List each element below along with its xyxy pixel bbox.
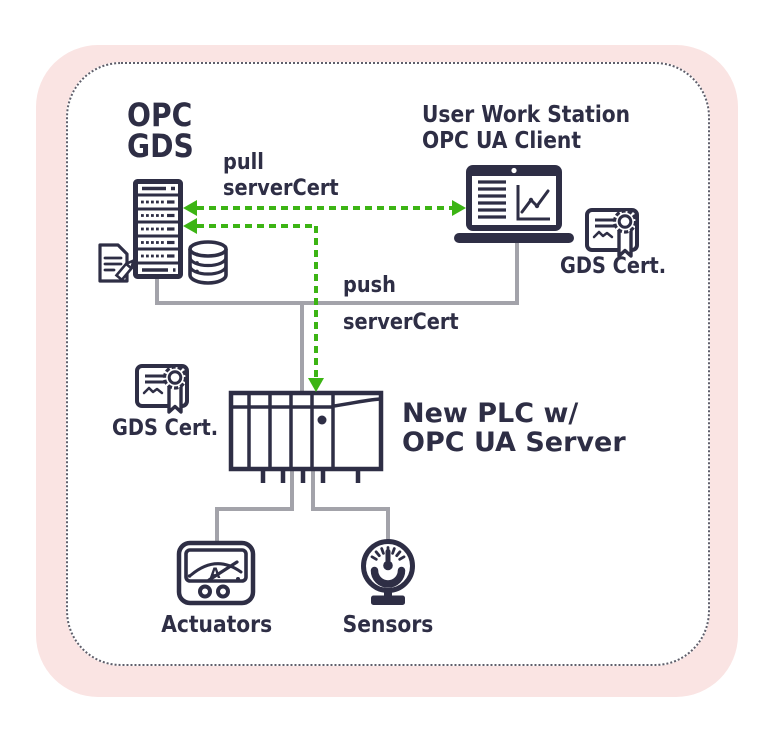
- opc-gds-title-line2: GDS: [127, 127, 194, 165]
- push-arrowhead-left-icon: [183, 218, 197, 234]
- plc-cert-label: GDS Cert.: [112, 416, 219, 441]
- pull-label: pull serverCert: [223, 150, 339, 202]
- database-icon: [188, 240, 228, 285]
- opc-gds-title: OPC GDS: [127, 96, 194, 165]
- connector-plc-drop: [300, 303, 304, 393]
- push-label-line2: serverCert: [343, 310, 459, 335]
- certificate-icon: [585, 208, 639, 258]
- push-dashed-line-horizontal: [197, 224, 314, 228]
- workstation-title-line2: OPC UA Client: [422, 128, 582, 154]
- pull-label-line1: pull: [223, 150, 264, 175]
- ammeter-icon: A: [176, 540, 256, 606]
- pressure-gauge-icon: [361, 539, 415, 605]
- connector-laptop-stem: [515, 241, 519, 305]
- laptop-chart-icon: [454, 165, 574, 243]
- svg-text:A: A: [210, 566, 221, 582]
- workstation-cert-label: GDS Cert.: [560, 254, 667, 279]
- document-pencil-icon: [98, 243, 135, 283]
- certificate-icon: [135, 364, 189, 414]
- connector-plc-right-down: [311, 468, 315, 511]
- connector-server-stem: [155, 277, 159, 305]
- plc-rack-icon: [228, 390, 384, 483]
- push-arrowhead-down-icon: [308, 378, 324, 392]
- connector-top-horizontal: [155, 301, 519, 305]
- connector-sensor-horizontal: [311, 507, 390, 511]
- plc-title: New PLC w/ OPC UA Server: [402, 399, 626, 457]
- plc-title-line1: New PLC w/: [402, 398, 579, 429]
- pull-dashed-line: [197, 206, 453, 210]
- connector-sensor-drop: [386, 507, 390, 543]
- opc-gds-title-line1: OPC: [127, 96, 193, 134]
- pull-label-line2: serverCert: [223, 176, 339, 201]
- push-label-line1: push: [343, 273, 396, 298]
- connector-actuator-horizontal: [215, 507, 294, 511]
- sensors-label: Sensors: [342, 612, 434, 638]
- connector-actuator-drop: [215, 507, 219, 543]
- pull-arrowhead-right-icon: [452, 200, 466, 216]
- pull-arrowhead-left-icon: [183, 200, 197, 216]
- actuators-label: Actuators: [161, 612, 273, 638]
- workstation-title: User Work Station OPC UA Client: [422, 102, 630, 154]
- server-rack-icon: [133, 179, 183, 279]
- connector-plc-left-down: [290, 468, 294, 511]
- plc-title-line2: OPC UA Server: [402, 427, 626, 458]
- workstation-title-line1: User Work Station: [422, 102, 631, 128]
- push-dashed-line-vertical: [314, 226, 318, 378]
